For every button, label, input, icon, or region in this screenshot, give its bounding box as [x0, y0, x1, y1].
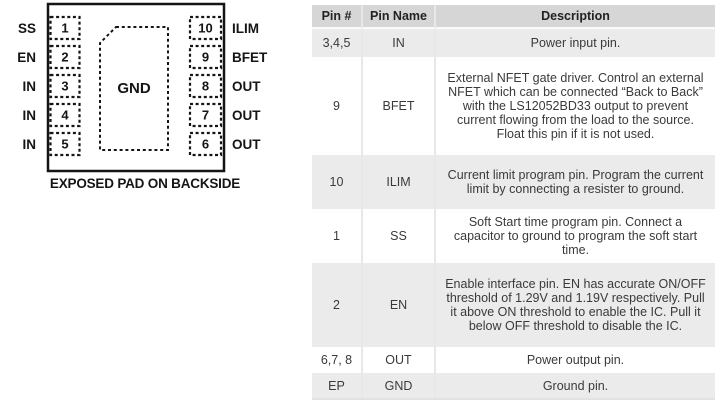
pin-box-4 — [49, 102, 81, 128]
description-cell: Power input pin. — [436, 29, 715, 57]
table-row-out: 6,7, 8 OUT Power output pin. — [312, 347, 715, 373]
pin-number-4: 4 — [61, 108, 69, 123]
pin-box-3 — [49, 73, 81, 99]
pin-name-cell: IN — [363, 29, 436, 57]
description-cell: Power output pin. — [436, 347, 715, 373]
pin-box-2 — [49, 44, 81, 70]
pin-number-5: 5 — [61, 137, 68, 152]
description-cell: External NFET gate driver. Control an ex… — [436, 57, 715, 155]
pin-number-cell: 6,7, 8 — [312, 347, 363, 373]
description-cell: Ground pin. — [436, 373, 715, 398]
pin-name-cell: EN — [363, 263, 436, 347]
pin-label-in4: IN — [23, 108, 37, 123]
table-row-en: 2 EN Enable interface pin. EN has accura… — [312, 263, 715, 347]
pin-number-cell: 9 — [312, 57, 363, 155]
pin-number-6: 6 — [202, 137, 209, 152]
header-description: Description — [436, 5, 715, 29]
pin-box-7 — [188, 102, 223, 128]
pin-number-cell: 10 — [312, 155, 363, 209]
description-cell: Current limit program pin. Program the c… — [436, 155, 715, 209]
pin-name-cell: OUT — [363, 347, 436, 373]
pin-number-2: 2 — [61, 50, 68, 65]
pin-name-cell: BFET — [363, 57, 436, 155]
pin-label-bfet: BFET — [232, 50, 268, 65]
chip-outline — [46, 2, 226, 173]
pin-label-in3: IN — [23, 79, 37, 94]
pin-box-9 — [188, 44, 223, 70]
pin-label-in5: IN — [23, 137, 37, 152]
pin-number-10: 10 — [198, 21, 212, 36]
pin-box-6 — [188, 131, 223, 157]
pin-number-cell: 3,4,5 — [312, 29, 363, 57]
pin-name-cell: GND — [363, 373, 436, 398]
table-header-row: Pin # Pin Name Description — [312, 5, 715, 29]
pin-label-out6: OUT — [232, 137, 261, 152]
table-row-ilim: 10 ILIM Current limit program pin. Progr… — [312, 155, 715, 209]
pin-number-9: 9 — [202, 50, 209, 65]
header-pin-number: Pin # — [312, 5, 363, 29]
pin-box-8 — [188, 73, 223, 99]
table-row-gnd: EP GND Ground pin. — [312, 373, 715, 398]
pin-number-7: 7 — [202, 108, 209, 123]
diagram-caption: EXPOSED PAD ON BACKSIDE — [50, 176, 240, 191]
table-row-in: 3,4,5 IN Power input pin. — [312, 29, 715, 57]
pin-number-8: 8 — [202, 79, 209, 94]
pin-table: Pin # Pin Name Description 3,4,5 IN Powe… — [312, 5, 715, 400]
pin-number-cell: 2 — [312, 263, 363, 347]
description-cell: Soft Start time program pin. Connect a c… — [436, 209, 715, 263]
table-row-ss: 1 SS Soft Start time program pin. Connec… — [312, 209, 715, 263]
pin-label-ss: SS — [18, 21, 36, 36]
pin-box-10 — [188, 15, 223, 41]
pin-label-en: EN — [17, 50, 36, 65]
pin-number-cell: 1 — [312, 209, 363, 263]
pinout-diagram: GND 1 2 3 4 5 SS EN IN IN IN 10 9 8 7 6 … — [17, 2, 268, 191]
pin-label-out7: OUT — [232, 108, 261, 123]
pin-label-out8: OUT — [232, 79, 261, 94]
pin-number-1: 1 — [61, 21, 68, 36]
pin-number-3: 3 — [61, 79, 68, 94]
pin-label-ilim: ILIM — [232, 21, 259, 36]
table-row-bfet: 9 BFET External NFET gate driver. Contro… — [312, 57, 715, 155]
exposed-pad-outline — [99, 26, 169, 151]
pin-name-cell: SS — [363, 209, 436, 263]
header-pin-name: Pin Name — [363, 5, 436, 29]
pin-box-1 — [49, 15, 81, 41]
pin-box-5 — [49, 131, 81, 157]
pad-label: GND — [117, 80, 151, 97]
description-cell: Enable interface pin. EN has accurate ON… — [436, 263, 715, 347]
pin-number-cell: EP — [312, 373, 363, 398]
pin-name-cell: ILIM — [363, 155, 436, 209]
